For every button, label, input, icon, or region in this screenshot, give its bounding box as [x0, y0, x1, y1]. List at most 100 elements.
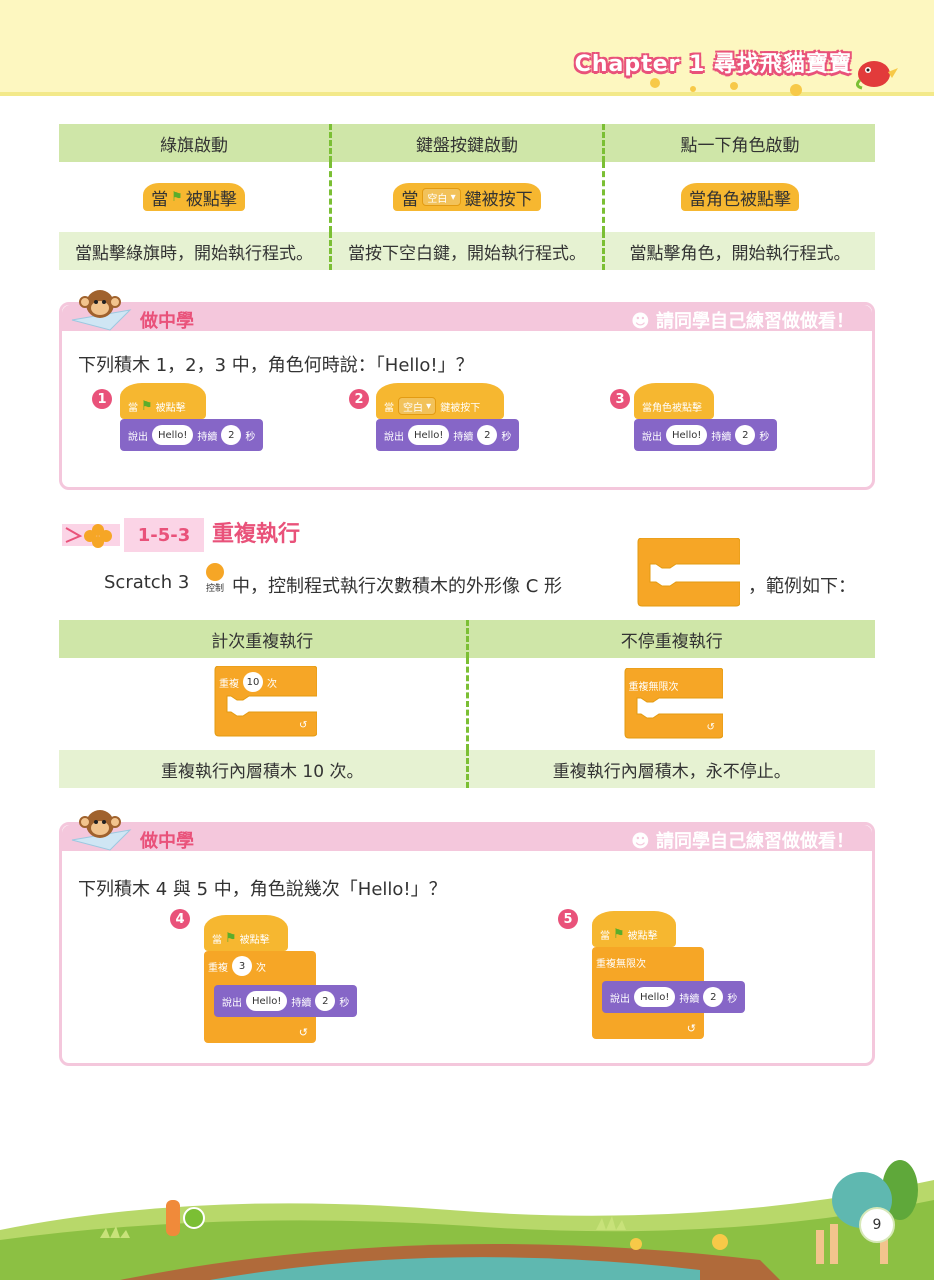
say-text-pill: Hello! [634, 987, 676, 1007]
script-5: 當 ⚑ 被點擊 重複無限次 說出 Hello! 持續 2 秒 ↺ [592, 911, 746, 1039]
table-caption: 當點擊綠旗時，開始執行程式。 [75, 243, 313, 264]
c-block-shape-icon [637, 538, 740, 607]
block-text: 秒 [501, 431, 512, 443]
practice-question: 下列積木 1，2，3 中，角色何時說：「Hello!」？ [78, 355, 474, 376]
clover-icon [62, 524, 120, 548]
block-text: 重複 [208, 962, 228, 974]
block-text: 當 [384, 402, 394, 414]
block-text: 被點擊 [185, 189, 237, 210]
loop-arrow-icon: ↺ [298, 1026, 308, 1039]
section-title: 重複執行 [212, 522, 301, 547]
script-1: 當 ⚑ 被點擊 說出 Hello! 持續 2 秒 [120, 383, 264, 451]
table-caption: 當按下空白鍵，開始執行程式。 [329, 232, 602, 270]
block-text: 持續 [711, 431, 732, 443]
practice-bar [62, 825, 872, 851]
header-band [0, 0, 934, 92]
key-dropdown: 空白 ▾ [398, 397, 437, 415]
say-text-pill: Hello! [246, 991, 288, 1011]
forever-block [624, 668, 723, 739]
green-flag-icon: ⚑ [613, 926, 625, 942]
number-badge: 3 [610, 389, 630, 409]
intro-text-1: Scratch 3 [104, 572, 190, 593]
start-methods-table: 綠旗啟動 鍵盤按鍵啟動 點一下角色啟動 當 ⚑ 被點擊 當 空白 ▾ 鍵被按下 … [59, 124, 875, 270]
table-header: 不停重複執行 [465, 620, 876, 658]
block-text: 說出 [610, 993, 630, 1005]
number-badge: 4 [170, 909, 190, 929]
number-badge: 1 [92, 389, 112, 409]
decor-dot [790, 84, 802, 96]
secs-pill: 2 [735, 425, 756, 445]
practice-box-2: 做中學 ☻ 請同學自己練習做做看！ 下列積木 4 與 5 中，角色說幾次「Hel… [59, 822, 875, 1066]
block-text: 被點擊 [627, 930, 658, 942]
repeat-block-label: 重複 3 次 [204, 951, 316, 981]
block-text: 說出 [642, 431, 662, 443]
say-for-secs-block: 說出 Hello! 持續 2 秒 [214, 985, 358, 1017]
footer-landscape [0, 1160, 934, 1280]
secs-pill: 2 [315, 991, 336, 1011]
secs-pill: 2 [221, 425, 242, 445]
block-text: 秒 [245, 431, 256, 443]
block-text: 當 [401, 189, 419, 210]
practice-box-1: 做中學 ☻ 請同學自己練習做做看！ 下列積木 1，2，3 中，角色何時說：「He… [59, 302, 875, 490]
secs-pill: 2 [477, 425, 498, 445]
key-pressed-hat-block: 當 空白 ▾ 鍵被按下 [393, 183, 541, 211]
count-pill: 3 [232, 956, 252, 976]
block-text: 當 [212, 934, 222, 946]
block-text: 次 [256, 962, 266, 974]
section-number: 1-5-3 [124, 518, 204, 552]
green-flag-hat-block: 當 ⚑ 被點擊 [592, 911, 676, 947]
block-text: 說出 [128, 431, 148, 443]
page-number: 9 [859, 1207, 895, 1243]
control-label: 控制 [205, 584, 224, 594]
say-text-pill: Hello! [152, 425, 194, 445]
table-caption: 重複執行內層積木，永不停止。 [465, 750, 876, 788]
block-text: 當 [151, 189, 169, 210]
green-flag-icon: ⚑ [171, 189, 183, 205]
practice-question: 下列積木 4 與 5 中，角色說幾次「Hello!」？ [78, 879, 447, 900]
bird-icon [855, 61, 898, 90]
control-category-icon: 控制 [202, 563, 228, 594]
block-text: 被點擊 [155, 402, 186, 414]
table-cell: 重複無限次 ↺ [465, 658, 876, 750]
practice-note: ☻ 請同學自己練習做做看！ [630, 831, 854, 852]
intro-text-2: 中，控制程式執行次數積木的外形像 C 形 [232, 576, 563, 597]
script-2: 當 空白 ▾ 鍵被按下 說出 Hello! 持續 2 秒 [376, 383, 520, 451]
monkey-mascot-icon [71, 290, 132, 331]
block-text: 當角色被點擊 [642, 402, 702, 414]
table-header: 計次重複執行 [211, 631, 314, 652]
table-header: 綠旗啟動 [160, 135, 228, 156]
script-4: 當 ⚑ 被點擊 重複 3 次 說出 Hello! 持續 2 秒 ↺ [204, 915, 358, 1043]
table-header: 鍵盤按鍵啟動 [329, 124, 602, 162]
table-caption: 當點擊角色，開始執行程式。 [602, 232, 875, 270]
block-text: 持續 [197, 431, 218, 443]
block-text: 鍵被按下 [440, 402, 481, 414]
practice-bar [62, 305, 872, 331]
block-text: 次 [267, 678, 277, 690]
say-text-pill: Hello! [408, 425, 450, 445]
block-text: 當 [600, 930, 610, 942]
green-flag-icon: ⚑ [141, 398, 153, 414]
forever-block-label: 重複無限次 [628, 682, 679, 693]
block-text: 持續 [679, 993, 700, 1005]
green-flag-hat-block: 當 ⚑ 被點擊 [120, 383, 206, 419]
block-text: 說出 [384, 431, 404, 443]
chapter-title: Chapter 1 尋找飛貓寶寶 [574, 52, 852, 77]
block-text: 鍵被按下 [464, 189, 533, 210]
practice-title: 做中學 [140, 311, 194, 332]
block-text: 秒 [727, 993, 738, 1005]
block-text: 當 [128, 402, 138, 414]
say-for-secs-block: 說出 Hello! 持續 2 秒 [602, 981, 746, 1013]
block-text: 持續 [291, 997, 312, 1009]
block-text: 重複 [219, 678, 239, 690]
block-text: 被點擊 [239, 934, 270, 946]
say-for-secs-block: 說出 Hello! 持續 2 秒 [376, 419, 520, 451]
key-pressed-hat-block: 當 空白 ▾ 鍵被按下 [376, 383, 504, 419]
intro-text-3: ，範例如下： [748, 576, 856, 597]
count-pill: 10 [243, 672, 263, 692]
practice-title: 做中學 [140, 831, 194, 852]
table-cell: 當 ⚑ 被點擊 [59, 162, 329, 232]
table-caption: 重複執行內層積木 10 次。 [161, 761, 364, 782]
dropdown-value: 空白 [427, 193, 448, 205]
sprite-clicked-hat-block: 當角色被點擊 [681, 183, 799, 211]
block-text: 當角色被點擊 [689, 189, 791, 210]
